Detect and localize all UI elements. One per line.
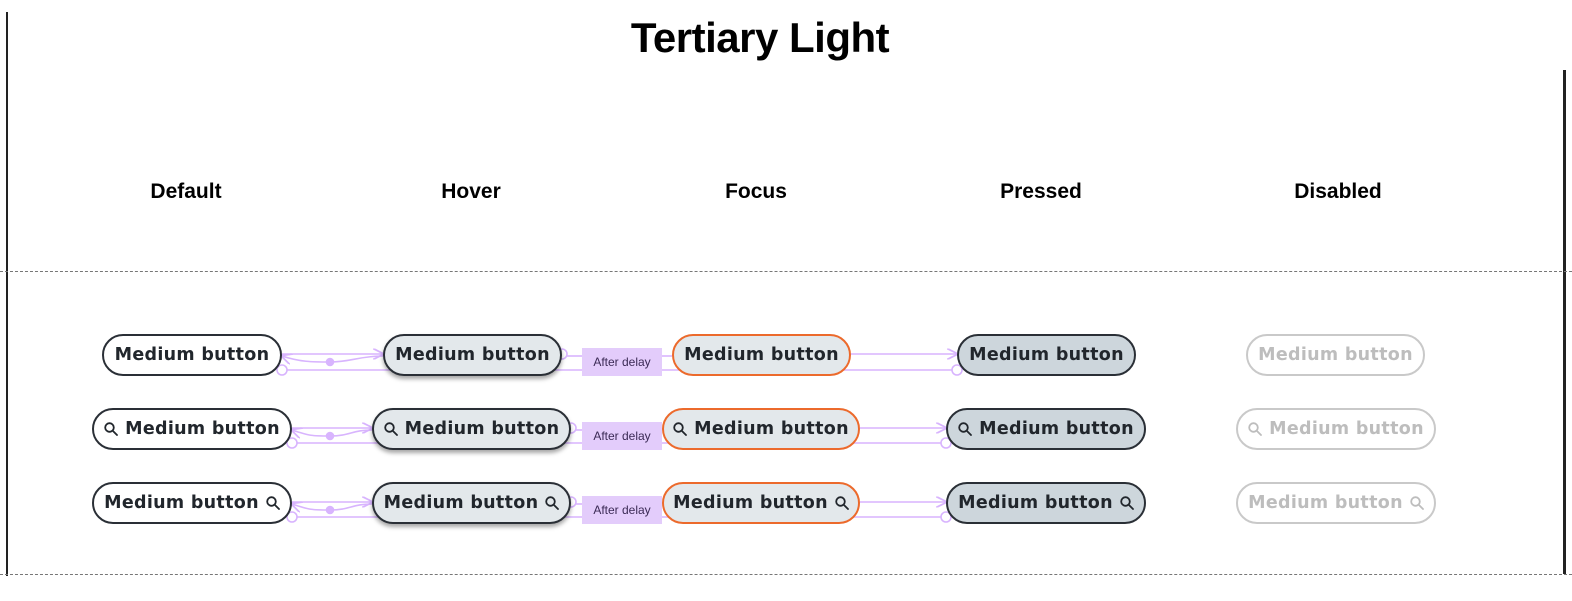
search-icon xyxy=(266,496,280,510)
button-label: Medium button xyxy=(104,493,259,513)
button-label: Medium button xyxy=(114,345,270,365)
button-hover-text-only[interactable]: Medium button xyxy=(383,334,562,376)
button-hover-leading-icon[interactable]: Medium button xyxy=(372,408,571,450)
button-pressed-trailing-icon[interactable]: Medium button xyxy=(946,482,1146,524)
search-icon xyxy=(104,422,119,436)
button-label: Medium button xyxy=(395,345,550,365)
button-pressed-leading-icon[interactable]: Medium button xyxy=(946,408,1146,450)
search-icon xyxy=(1410,496,1424,510)
transition-label-after-delay: After delay xyxy=(582,496,662,524)
button-hover-trailing-icon[interactable]: Medium button xyxy=(372,482,571,524)
button-disabled-text-only: Medium button xyxy=(1246,334,1425,376)
search-icon xyxy=(958,422,973,436)
search-icon xyxy=(835,496,849,510)
page-title: Tertiary Light xyxy=(630,14,890,61)
button-label: Medium button xyxy=(673,493,828,513)
button-pressed-text-only[interactable]: Medium button xyxy=(957,334,1136,376)
button-label: Medium button xyxy=(684,345,839,365)
section-divider-bottom xyxy=(0,574,1572,575)
button-label: Medium button xyxy=(404,419,560,439)
button-label: Medium button xyxy=(1269,419,1424,439)
button-disabled-leading-icon: Medium button xyxy=(1236,408,1436,450)
search-icon xyxy=(673,422,688,436)
button-focus-trailing-icon[interactable]: Medium button xyxy=(662,482,860,524)
column-header-pressed: Pressed xyxy=(1000,180,1082,203)
button-focus-leading-icon[interactable]: Medium button xyxy=(662,408,860,450)
frame-border-left xyxy=(6,12,8,576)
search-icon xyxy=(1248,422,1263,436)
section-divider-top xyxy=(0,271,1572,272)
button-label: Medium button xyxy=(1258,345,1413,365)
button-default-trailing-icon[interactable]: Medium button xyxy=(92,482,292,524)
search-icon xyxy=(545,496,560,510)
column-header-default: Default xyxy=(150,180,222,203)
button-focus-text-only[interactable]: Medium button xyxy=(672,334,851,376)
button-label: Medium button xyxy=(979,419,1134,439)
search-icon xyxy=(1120,496,1134,510)
column-header-focus: Focus xyxy=(725,180,787,203)
button-disabled-trailing-icon: Medium button xyxy=(1236,482,1436,524)
button-label: Medium button xyxy=(125,419,280,439)
button-default-leading-icon[interactable]: Medium button xyxy=(92,408,292,450)
button-label: Medium button xyxy=(958,493,1113,513)
column-header-hover: Hover xyxy=(441,180,501,203)
button-label: Medium button xyxy=(694,419,849,439)
button-label: Medium button xyxy=(969,345,1124,365)
transition-label-after-delay: After delay xyxy=(582,348,662,376)
button-label: Medium button xyxy=(383,493,539,513)
button-default-text-only[interactable]: Medium button xyxy=(102,334,282,376)
transition-label-after-delay: After delay xyxy=(582,422,662,450)
button-label: Medium button xyxy=(1248,493,1403,513)
column-header-disabled: Disabled xyxy=(1294,180,1382,203)
search-icon xyxy=(383,422,398,436)
frame-border-right xyxy=(1563,70,1566,574)
